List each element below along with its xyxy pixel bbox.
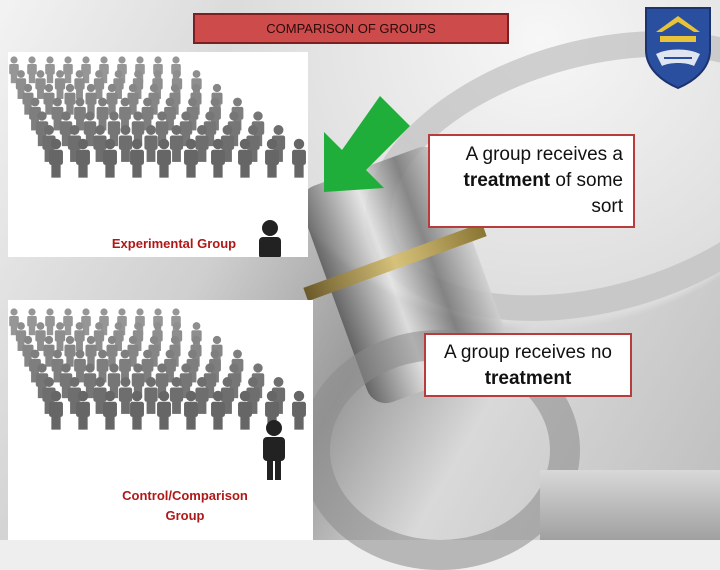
experimental-crowd-illustration	[8, 52, 308, 257]
treatment-callout-bold: treatment	[464, 170, 551, 191]
experimental-group-panel: Experimental Group	[8, 52, 308, 257]
treatment-callout-text2: of some sort	[550, 170, 623, 217]
control-group-label-line1: Control/Comparison	[100, 486, 270, 506]
no-treatment-callout-bold: treatment	[485, 368, 572, 389]
experimental-group-label: Experimental Group	[94, 236, 254, 251]
treatment-callout-text1: A group receives a	[466, 144, 623, 165]
university-crest-logo	[642, 4, 714, 90]
leader-person-icon	[259, 220, 281, 257]
microscope-stage	[540, 470, 720, 540]
arrow-down-left-icon	[318, 88, 418, 198]
no-treatment-callout: A group receives no treatment	[424, 333, 632, 397]
no-treatment-callout-text: A group receives no	[444, 342, 612, 363]
control-group-label-line2: Group	[100, 506, 270, 526]
slide-title-text: COMPARISON OF GROUPS	[266, 21, 436, 36]
control-group-panel: Control/Comparison Group	[8, 300, 313, 540]
leader-person-icon	[263, 420, 285, 480]
slide-title: COMPARISON OF GROUPS	[193, 13, 509, 44]
treatment-callout: A group receives a treatment of some sor…	[428, 134, 635, 228]
control-group-label: Control/Comparison Group	[100, 486, 270, 526]
